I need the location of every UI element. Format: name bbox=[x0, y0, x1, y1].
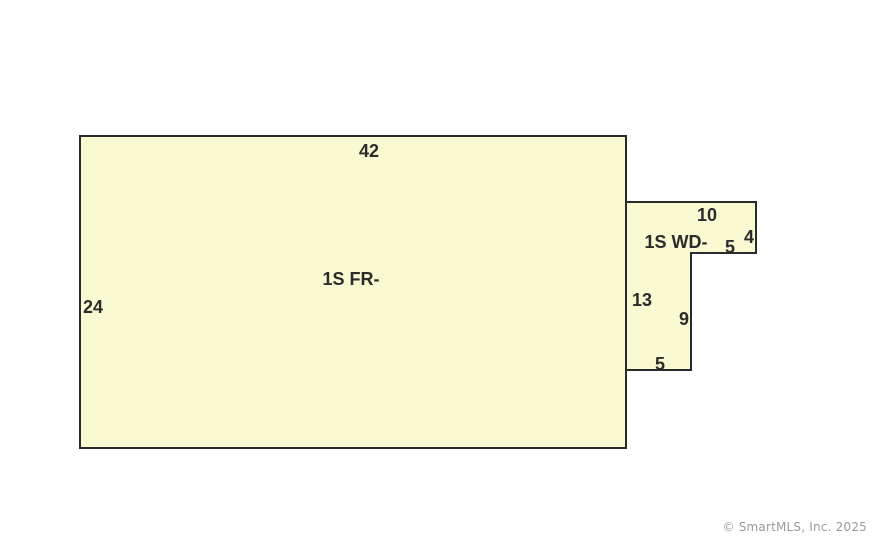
main-room-top-dimension: 42 bbox=[359, 141, 379, 161]
main-room-left-dimension: 24 bbox=[83, 297, 103, 317]
deck-step-top-dimension: 5 bbox=[725, 237, 735, 257]
deck-room-shape bbox=[625, 201, 757, 371]
deck-right-dimension: 4 bbox=[744, 227, 754, 247]
deck-label: 1S WD- bbox=[645, 232, 708, 252]
main-room-shape bbox=[79, 135, 627, 449]
deck-top-dimension: 10 bbox=[697, 205, 717, 225]
deck-side-dimension: 13 bbox=[632, 290, 652, 310]
main-room-label: 1S FR- bbox=[322, 269, 379, 289]
deck-step-side-dimension: 9 bbox=[679, 309, 689, 329]
copyright-notice: © SmartMLS, Inc. 2025 bbox=[722, 520, 867, 534]
deck-bottom-dimension: 5 bbox=[655, 354, 665, 374]
